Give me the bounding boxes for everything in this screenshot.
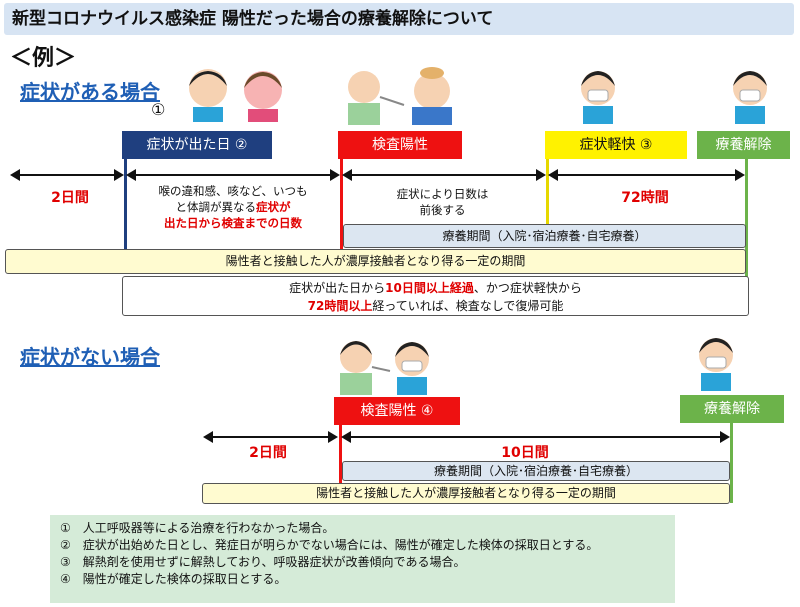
symptomatic-heading: 症状がある場合 (20, 80, 160, 104)
arrow-test-to-relief (342, 169, 546, 181)
box-release: 療養解除 (697, 131, 790, 159)
release-cond-1a: 症状が出た日から (289, 281, 386, 295)
positive-line (340, 159, 343, 249)
box-symptom-relief: 症状軽快 ③ (545, 131, 687, 159)
box-test-positive-2: 検査陽性 ④ (334, 397, 460, 425)
varies-line1: 症状により日数は (396, 187, 489, 201)
arrow-ten-days (341, 431, 730, 443)
contact-period-bar-2: 陽性者と接触した人が濃厚接触者となり得る一定の期間 (202, 483, 730, 504)
symptomatic-heading-num: ① (151, 100, 166, 119)
arrow-two-days-2 (203, 431, 338, 443)
release-cond-1c: 、かつ症状軽快から (473, 281, 582, 295)
box-release-2: 療養解除 (680, 395, 784, 423)
sick-people-illustration (189, 69, 282, 122)
asymptomatic-heading: 症状がない場合 (20, 345, 160, 369)
release-condition-box: 症状が出た日から10日間以上経過、かつ症状軽快から 72時間以上経っていれば、検… (122, 276, 749, 316)
testing-illustration-2 (340, 341, 429, 395)
varies-desc: 症状により日数は 前後する (345, 186, 540, 218)
footnote-4: ④ 陽性が確定した検体の採取日とする。 (60, 572, 287, 586)
arrow-onset-to-test (126, 169, 340, 181)
onset-desc-line2: と体調が異なる症状が (128, 199, 338, 215)
label-two-days-2: 2日間 (249, 445, 287, 461)
release-cond-2a: 72時間以上 (307, 299, 373, 313)
onset-desc: 喉の違和感、咳など、いつも と体調が異なる症状が 出た日から検査までの日数 (128, 183, 338, 231)
release-line (745, 159, 748, 309)
label-two-days: 2日間 (51, 190, 89, 206)
care-period-bar-2: 療養期間（入院･宿泊療養･自宅療養） (342, 461, 730, 481)
label-ten-days: 10日間 (501, 445, 549, 461)
released-person-icon-2 (699, 338, 733, 391)
testing-illustration (348, 67, 452, 125)
page-title: 新型コロナウイルス感染症 陽性だった場合の療養解除について (4, 3, 794, 35)
release-cond-line1: 症状が出た日から10日間以上経過、かつ症状軽快から (123, 279, 748, 297)
onset-desc-line2b: 症状が (256, 200, 291, 214)
box-test-positive: 検査陽性 (338, 131, 462, 159)
released-person-icon (733, 71, 767, 124)
contact-period-bar: 陽性者と接触した人が濃厚接触者となり得る一定の期間 (5, 249, 746, 274)
label-seventy-two: 72時間 (621, 190, 669, 206)
care-period-bar: 療養期間（入院･宿泊療養･自宅療養） (343, 224, 746, 248)
box-symptom-onset: 症状が出た日 ② (122, 131, 272, 159)
release-line-2 (730, 423, 733, 503)
recovered-person-icon (581, 71, 615, 124)
example-label: ＜例＞ (10, 46, 77, 71)
onset-desc-line3: 出た日から検査までの日数 (164, 216, 302, 230)
onset-desc-line2a: と体調が異なる (175, 200, 257, 214)
varies-line2: 前後する (419, 203, 466, 217)
footnote-3: ③ 解熱剤を使用せずに解熱しており、呼吸器症状が改善傾向である場合。 (60, 555, 466, 569)
release-cond-1b: 10日間以上経過 (385, 281, 474, 295)
onset-desc-line1: 喉の違和感、咳など、いつも (158, 184, 308, 198)
positive-line-2 (339, 425, 342, 503)
footnotes: ① 人工呼吸器等による治療を行わなかった場合。 ② 症状が出始めた日とし、発症日… (50, 515, 675, 603)
relief-line (546, 159, 549, 224)
release-cond-2b: 経っていれば、検査なしで復帰可能 (372, 299, 564, 313)
footnote-1: ① 人工呼吸器等による治療を行わなかった場合。 (60, 521, 335, 535)
arrow-seventy-two (548, 169, 745, 181)
footnote-2: ② 症状が出始めた日とし、発症日が明らかでない場合には、陽性が確定した検体の採取… (60, 538, 599, 552)
onset-line (124, 159, 127, 249)
release-cond-line2: 72時間以上経っていれば、検査なしで復帰可能 (123, 297, 748, 315)
arrow-two-days (10, 169, 124, 181)
